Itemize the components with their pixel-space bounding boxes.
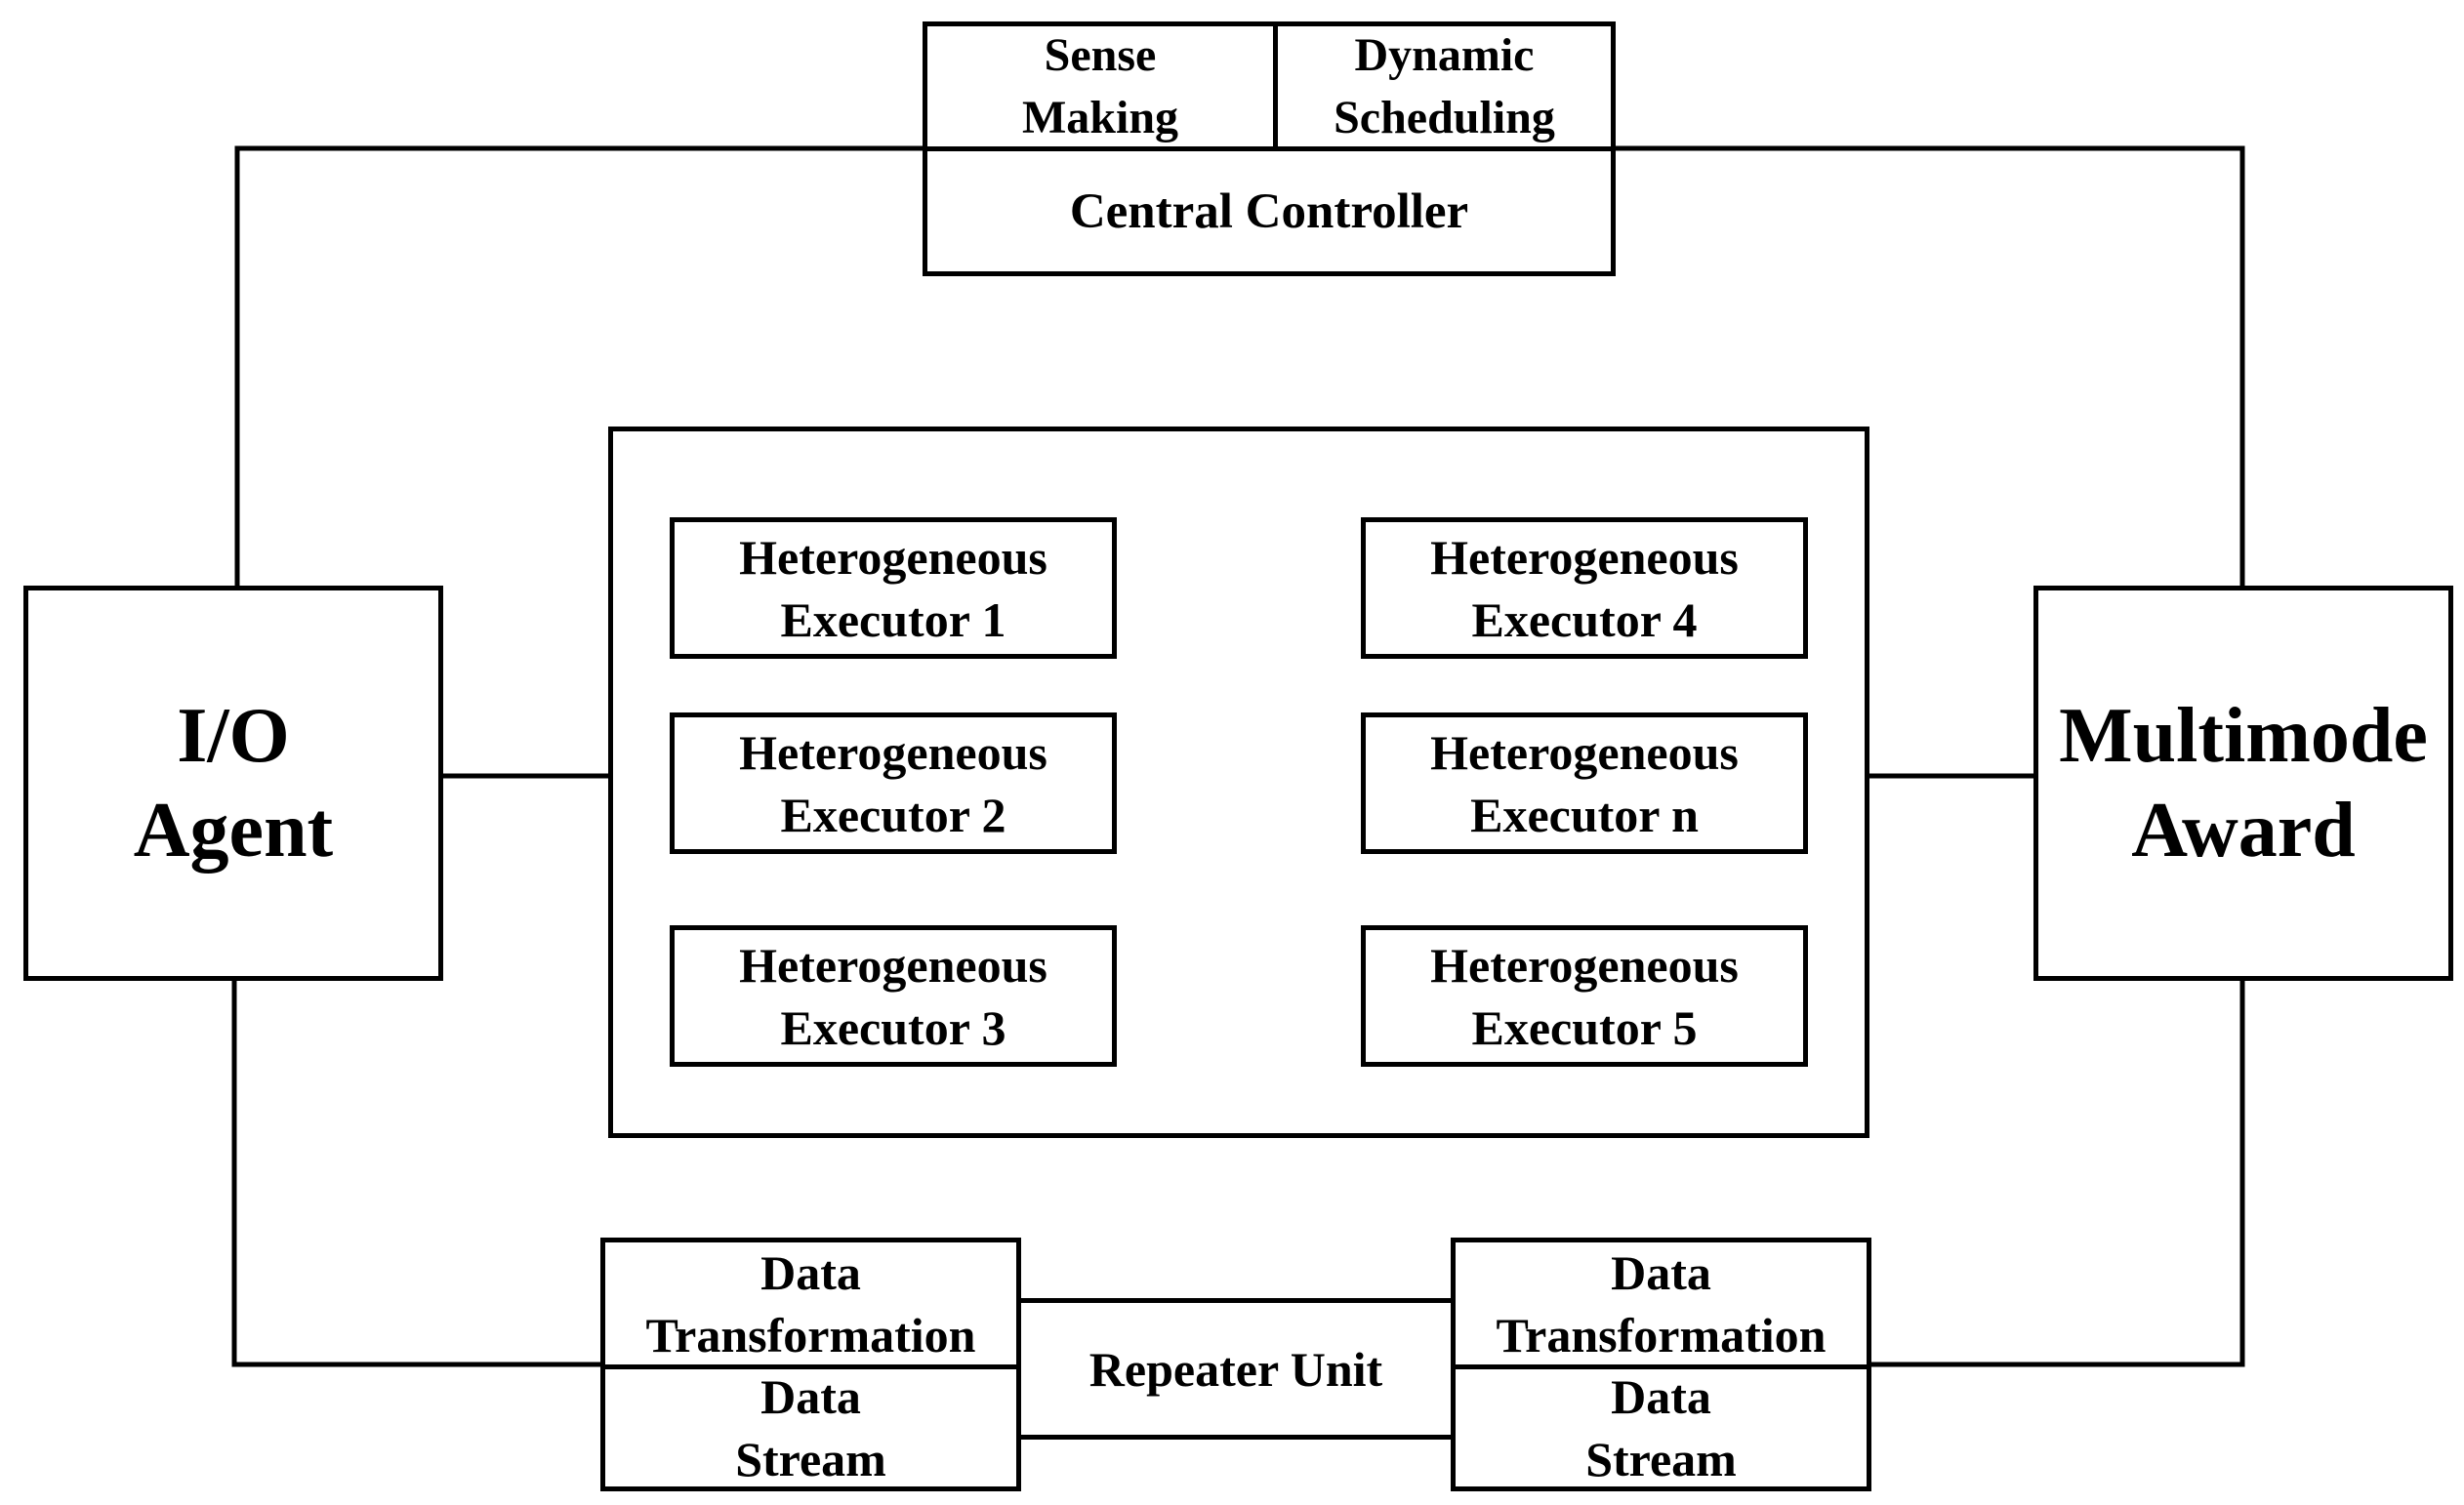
executor-label: Heterogeneous Executor 3 bbox=[739, 937, 1047, 1055]
left-data-stream-box: Data Stream bbox=[600, 1364, 1021, 1491]
sense-making-box: Sense Making bbox=[923, 21, 1278, 151]
dynamic-scheduling-box: Dynamic Scheduling bbox=[1273, 21, 1616, 151]
sense-making-label: Sense Making bbox=[1021, 28, 1179, 143]
connector-controller-to-award bbox=[1613, 145, 2245, 589]
heterogeneous-executor-4: Heterogeneous Executor 4 bbox=[1361, 517, 1808, 659]
repeater-unit-box: Repeater Unit bbox=[1016, 1298, 1456, 1440]
multimode-award-box: Multimode Award bbox=[2033, 586, 2453, 981]
left-data-transformation-box: Data Transformation bbox=[600, 1238, 1021, 1369]
heterogeneous-executor-3: Heterogeneous Executor 3 bbox=[670, 925, 1117, 1067]
central-controller-label: Central Controller bbox=[1069, 183, 1469, 239]
executor-label: Heterogeneous Executor 2 bbox=[739, 724, 1047, 842]
central-controller-box: Central Controller bbox=[923, 146, 1616, 276]
executor-label: Heterogeneous Executor 4 bbox=[1430, 529, 1739, 647]
connector-right-data-unit-to-award bbox=[1865, 976, 2245, 1367]
dynamic-scheduling-label: Dynamic Scheduling bbox=[1334, 28, 1555, 143]
executor-label: Heterogeneous Executor 5 bbox=[1430, 937, 1739, 1055]
heterogeneous-executor-2: Heterogeneous Executor 2 bbox=[670, 712, 1117, 854]
right-data-transformation-box: Data Transformation bbox=[1451, 1238, 1871, 1369]
data-transformation-label: Data Transformation bbox=[645, 1244, 976, 1363]
multimode-award-label: Multimode Award bbox=[2059, 692, 2428, 874]
executor-label: Heterogeneous Executor 1 bbox=[739, 529, 1047, 647]
right-data-stream-box: Data Stream bbox=[1451, 1364, 1871, 1491]
data-stream-label: Data Stream bbox=[735, 1369, 886, 1486]
io-agent-label: I/O Agent bbox=[133, 692, 334, 874]
connector-io-to-controller bbox=[234, 145, 925, 589]
repeater-unit-label: Repeater Unit bbox=[1088, 1341, 1383, 1397]
io-agent-box: I/O Agent bbox=[23, 586, 443, 981]
connector-io-to-left-data-unit bbox=[231, 976, 605, 1367]
heterogeneous-executor-n: Heterogeneous Executor n bbox=[1361, 712, 1808, 854]
heterogeneous-executor-5: Heterogeneous Executor 5 bbox=[1361, 925, 1808, 1067]
executor-label: Heterogeneous Executor n bbox=[1430, 724, 1739, 842]
data-transformation-label: Data Transformation bbox=[1496, 1244, 1827, 1363]
heterogeneous-executor-1: Heterogeneous Executor 1 bbox=[670, 517, 1117, 659]
data-stream-label: Data Stream bbox=[1585, 1369, 1737, 1486]
